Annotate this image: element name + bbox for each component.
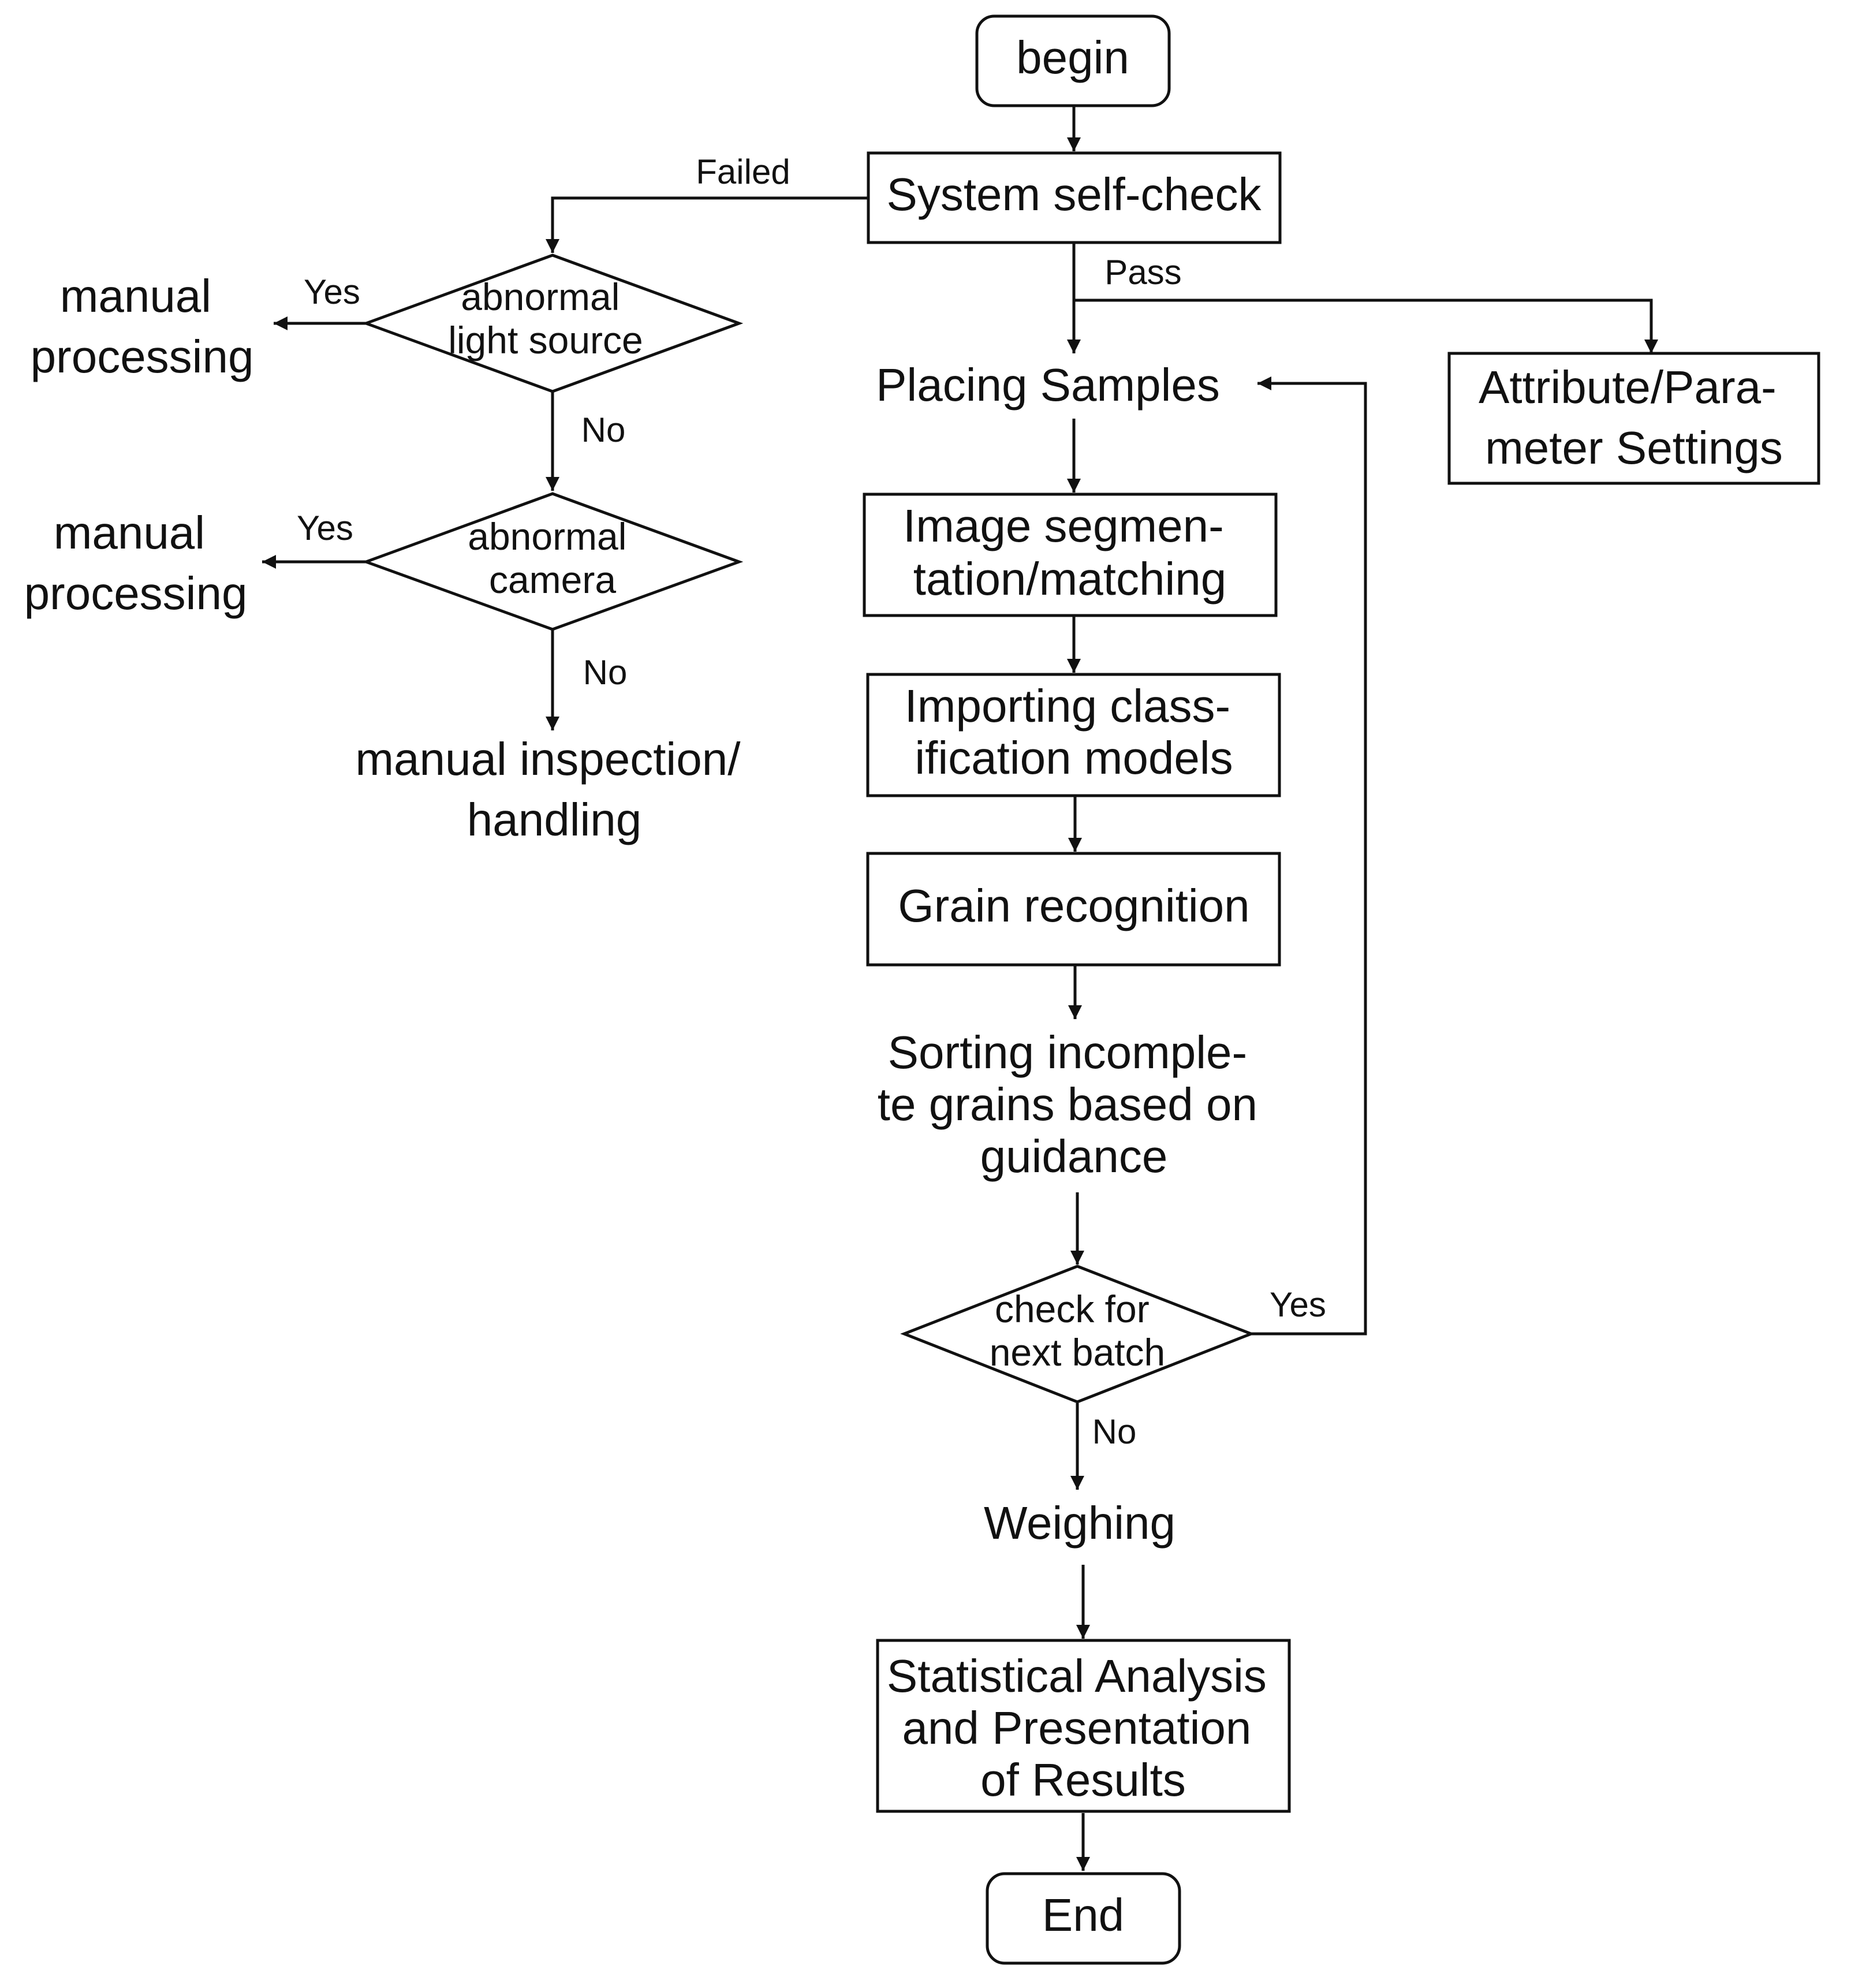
- node-grain-recognition: Grain recognition: [866, 852, 1281, 967]
- edge-label-yes-batch: Yes: [1270, 1285, 1326, 1324]
- svg-text:abnormal light source: abnormal light source: [448, 275, 643, 361]
- grain-recognition-label: Grain recognition: [898, 880, 1249, 931]
- attribute-settings-line-2: meter Settings: [1485, 422, 1783, 473]
- decision-abnormal-light-source: abnormal light source: [361, 253, 744, 393]
- edge-label-yes-light: Yes: [304, 273, 360, 311]
- svg-text:manual processing: manual processing: [31, 270, 254, 382]
- light-source-line-1: abnormal: [461, 275, 620, 318]
- self-check-label: System self-check: [886, 169, 1262, 220]
- next-batch-line-1: check for: [995, 1288, 1150, 1330]
- edge-label-failed: Failed: [696, 152, 790, 191]
- manual-processing-1-line-1: manual: [60, 270, 211, 322]
- svg-text:Importing class- ificati: Importing class- ification models: [905, 680, 1244, 784]
- sorting-line-2: te grains based on: [878, 1079, 1257, 1130]
- svg-text:manual inspection/ handlin: manual inspection/ handling: [355, 733, 753, 845]
- edge-label-no-batch: No: [1092, 1412, 1137, 1451]
- node-begin: begin: [975, 14, 1171, 107]
- manual-processing-2-line-1: manual: [54, 507, 205, 558]
- svg-text:Attribute/Para- meter Se: Attribute/Para- meter Settings: [1479, 361, 1789, 473]
- placing-samples-label: Placing Samples: [876, 359, 1220, 411]
- sorting-line-3: guidance: [980, 1131, 1168, 1182]
- edge-label-no-camera: No: [583, 653, 628, 692]
- begin-label: begin: [1016, 32, 1129, 83]
- camera-line-1: abnormal: [468, 515, 626, 558]
- importing-line-1: Importing class-: [905, 680, 1231, 732]
- segmentation-line-1: Image segmen-: [903, 500, 1224, 551]
- svg-text:Sorting incomple- te grain: Sorting incomple- te grains based on gui…: [878, 1027, 1270, 1182]
- weighing-label: Weighing: [984, 1497, 1175, 1549]
- manual-inspection-line-2: handling: [467, 794, 642, 845]
- node-statistical-analysis: Statistical Analysis and Presentation of…: [876, 1639, 1291, 1813]
- svg-text:Statistical Analysis and: Statistical Analysis and Presentation of…: [887, 1650, 1279, 1806]
- importing-line-2: ification models: [915, 732, 1233, 784]
- connectors: [262, 106, 1659, 1871]
- svg-text:manual processing: manual processing: [24, 507, 248, 619]
- edge-nextbatch-yes-to-placing: [1251, 376, 1367, 1336]
- node-importing-classification-models: Importing class- ification models: [866, 673, 1281, 797]
- edge-pass-to-attribute-settings: [1074, 299, 1659, 353]
- edge-selfcheck-failed-to-lightsource: [545, 196, 868, 253]
- node-image-segmentation: Image segmen- tation/matching: [863, 493, 1278, 617]
- edge-label-no-light: No: [581, 411, 626, 449]
- svg-text:Image segmen- tation/mat: Image segmen- tation/matching: [903, 500, 1237, 605]
- statistics-line-2: and Presentation: [902, 1702, 1251, 1754]
- statistics-line-3: of Results: [980, 1754, 1186, 1806]
- decision-abnormal-camera: abnormal camera: [361, 492, 744, 631]
- end-label: End: [1042, 1889, 1124, 1941]
- node-attribute-parameter-settings: Attribute/Para- meter Settings: [1447, 352, 1820, 485]
- statistics-line-1: Statistical Analysis: [887, 1650, 1267, 1702]
- manual-inspection-line-1: manual inspection/: [355, 733, 741, 785]
- edge-label-yes-camera: Yes: [297, 509, 353, 547]
- camera-line-2: camera: [489, 558, 616, 601]
- node-system-self-check: System self-check: [867, 151, 1282, 244]
- edge-label-pass: Pass: [1104, 253, 1181, 292]
- segmentation-line-2: tation/matching: [913, 553, 1227, 605]
- node-end: End: [986, 1872, 1181, 1965]
- manual-processing-1-line-2: processing: [31, 331, 254, 382]
- manual-processing-2-line-2: processing: [24, 568, 248, 619]
- next-batch-line-2: next batch: [990, 1331, 1166, 1374]
- sorting-line-1: Sorting incomple-: [888, 1027, 1248, 1078]
- svg-text:abnormal camera: abnormal camera: [468, 515, 637, 601]
- attribute-settings-line-1: Attribute/Para-: [1479, 361, 1777, 413]
- svg-text:check for next batch: check for next batch: [990, 1288, 1166, 1374]
- light-source-line-2: light source: [448, 319, 643, 361]
- decision-check-next-batch: check for next batch: [900, 1265, 1255, 1404]
